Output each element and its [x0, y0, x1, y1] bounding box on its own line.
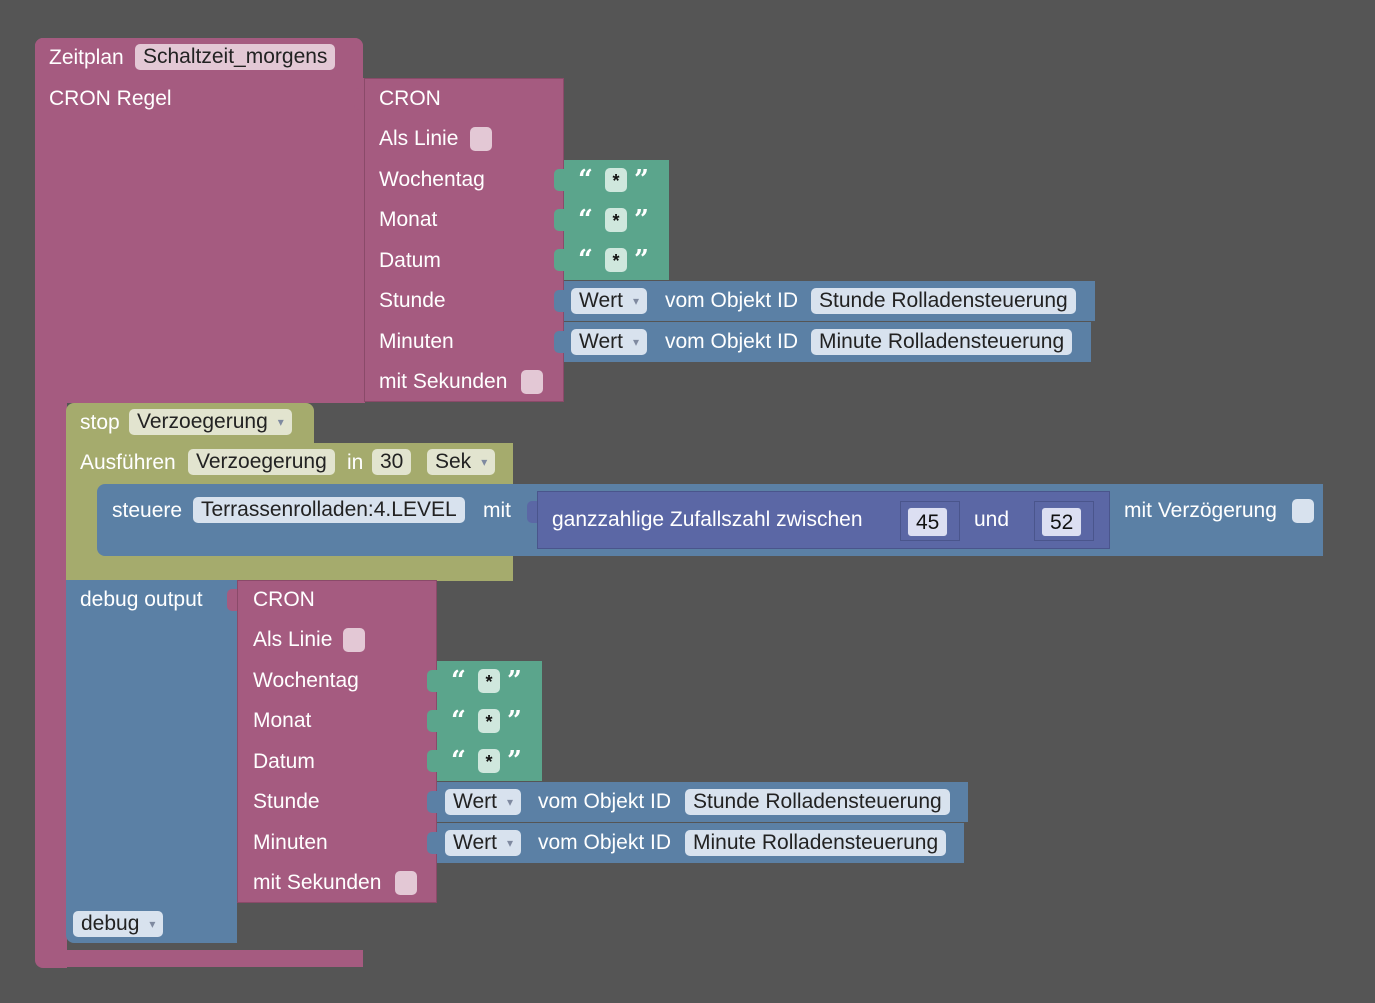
debug-month-text-connector — [427, 710, 437, 732]
date-label: Datum — [379, 249, 441, 272]
debug-weekday-label: Wochentag — [253, 669, 359, 692]
minute-of-label: vom Objekt ID — [665, 330, 799, 353]
debug-level-dropdown[interactable]: debug — [73, 911, 164, 937]
cron-rule-label: CRON Regel — [49, 87, 172, 110]
debug-date-text-value[interactable]: * — [478, 749, 500, 773]
close-quote-icon: ” — [507, 706, 522, 736]
month-text-value[interactable]: * — [605, 208, 627, 232]
execute-in-label: in — [347, 451, 364, 474]
execute-label: Ausführen — [80, 451, 176, 474]
random-max-value[interactable]: 52 — [1041, 507, 1083, 537]
debug-weekday-text-connector — [427, 670, 437, 692]
debug-output-block[interactable] — [66, 580, 237, 943]
debug-date-label: Datum — [253, 750, 315, 773]
schedule-label: Zeitplan — [49, 46, 124, 69]
debug-hour-mode-dropdown[interactable]: Wert — [445, 789, 521, 815]
month-label: Monat — [379, 208, 438, 231]
control-object-field[interactable]: Terrassenrolladen:4.LEVEL — [193, 497, 465, 523]
minute-mode-dropdown[interactable]: Wert — [571, 329, 647, 355]
minute-value-connector — [554, 331, 564, 353]
open-quote-icon: “ — [451, 746, 466, 776]
debug-minute-object-field[interactable]: Minute Rolladensteuerung — [685, 830, 947, 856]
debug-cron-block[interactable] — [237, 580, 437, 903]
debug-hour-value-connector — [427, 791, 437, 813]
execute-unit-dropdown[interactable]: Sek — [427, 449, 496, 475]
open-quote-icon: “ — [578, 245, 593, 275]
control-label: steuere — [112, 499, 183, 522]
debug-minute-value-connector — [427, 832, 437, 854]
seconds-checkbox[interactable] — [521, 370, 543, 394]
open-quote-icon: “ — [578, 165, 593, 195]
debug-as-line-checkbox[interactable] — [343, 628, 365, 652]
debug-hour-of-label: vom Objekt ID — [538, 790, 672, 813]
close-quote-icon: ” — [634, 245, 649, 275]
debug-output-label: debug output — [80, 588, 203, 611]
debug-weekday-text-value[interactable]: * — [478, 669, 500, 693]
minutes-label: Minuten — [379, 330, 454, 353]
hour-label: Stunde — [379, 289, 446, 312]
weekday-text-value[interactable]: * — [605, 168, 627, 192]
stop-timer-dropdown[interactable]: Verzoegerung — [129, 409, 292, 435]
close-quote-icon: ” — [507, 666, 522, 696]
as-line-checkbox[interactable] — [470, 127, 492, 151]
schedule-block-body[interactable] — [35, 78, 365, 403]
control-delay-checkbox[interactable] — [1292, 499, 1314, 523]
debug-cron-title: CRON — [253, 588, 315, 611]
execute-delay-value[interactable]: 30 — [372, 449, 412, 475]
seconds-label: mit Sekunden — [379, 370, 508, 393]
hour-mode-dropdown[interactable]: Wert — [571, 288, 647, 314]
close-quote-icon: ” — [634, 165, 649, 195]
schedule-name-field[interactable]: Schaltzeit_morgens — [135, 44, 336, 70]
random-min-value[interactable]: 45 — [907, 507, 949, 537]
open-quote-icon: “ — [451, 706, 466, 736]
timeout-block-footer[interactable] — [66, 563, 513, 580]
hour-of-label: vom Objekt ID — [665, 289, 799, 312]
debug-month-label: Monat — [253, 709, 312, 732]
debug-date-text-connector — [427, 750, 437, 772]
debug-seconds-checkbox[interactable] — [395, 871, 417, 895]
stop-label: stop — [80, 411, 120, 434]
close-quote-icon: ” — [634, 205, 649, 235]
cron-title: CRON — [379, 87, 441, 110]
random-int-label: ganzzahlige Zufallszahl zwischen — [552, 508, 863, 531]
random-and-label: und — [974, 508, 1010, 531]
hour-value-connector — [554, 290, 564, 312]
weekday-label: Wochentag — [379, 168, 485, 191]
control-delay-label: mit Verzögerung — [1124, 499, 1277, 522]
cron-block-connector — [354, 88, 364, 110]
debug-as-line-label: Als Linie — [253, 628, 333, 651]
debug-seconds-label: mit Sekunden — [253, 871, 382, 894]
date-text-value[interactable]: * — [605, 248, 627, 272]
hour-object-field[interactable]: Stunde Rolladensteuerung — [811, 288, 1076, 314]
debug-minutes-label: Minuten — [253, 831, 328, 854]
month-text-connector — [554, 209, 564, 231]
debug-minute-of-label: vom Objekt ID — [538, 831, 672, 854]
open-quote-icon: “ — [578, 205, 593, 235]
cron-block[interactable] — [364, 78, 564, 402]
debug-hour-label: Stunde — [253, 790, 320, 813]
control-with-label: mit — [483, 499, 511, 522]
date-text-connector — [554, 249, 564, 271]
random-int-block[interactable] — [537, 491, 1110, 549]
debug-hour-object-field[interactable]: Stunde Rolladensteuerung — [685, 789, 950, 815]
debug-minute-mode-dropdown[interactable]: Wert — [445, 830, 521, 856]
minute-object-field[interactable]: Minute Rolladensteuerung — [811, 329, 1073, 355]
schedule-block-footer[interactable] — [35, 950, 363, 967]
execute-timer-field[interactable]: Verzoegerung — [188, 449, 335, 475]
debug-cron-connector — [227, 589, 237, 611]
close-quote-icon: ” — [507, 746, 522, 776]
debug-month-text-value[interactable]: * — [478, 709, 500, 733]
as-line-label: Als Linie — [379, 127, 459, 150]
random-int-connector — [527, 501, 537, 523]
schedule-block-spine[interactable] — [35, 38, 67, 968]
weekday-text-connector — [554, 169, 564, 191]
open-quote-icon: “ — [451, 666, 466, 696]
